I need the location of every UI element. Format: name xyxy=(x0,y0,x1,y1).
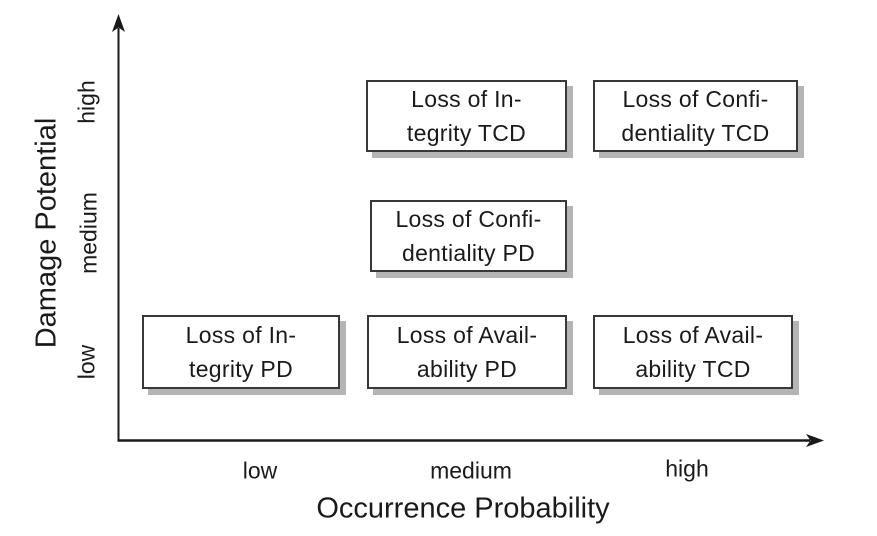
y-axis-title: Damage Potential xyxy=(30,117,63,349)
node-label-line: tegrity TCD xyxy=(406,120,527,146)
node-loss-of-availability-pd: Loss of Avail- ability PD xyxy=(367,315,567,389)
node-label-line: Loss of In- xyxy=(185,322,297,348)
x-tick-low: low xyxy=(242,457,278,484)
y-tick-high: high xyxy=(73,80,100,124)
node-loss-of-confidentiality-pd: Loss of Confi- dentiality PD xyxy=(370,200,567,272)
node-loss-of-availability-tcd: Loss of Avail- ability TCD xyxy=(593,315,793,389)
node-label-line: tegrity PD xyxy=(189,356,293,382)
node-label-line: ability PD xyxy=(416,356,518,382)
node-loss-of-integrity-pd: Loss of In- tegrity PD xyxy=(142,315,340,389)
node-loss-of-integrity-tcd: Loss of In- tegrity TCD xyxy=(366,80,567,152)
node-label-line: ability TCD xyxy=(635,356,751,382)
y-axis-arrowhead-icon xyxy=(112,14,125,32)
node-label-line: Loss of Avail- xyxy=(622,322,764,348)
node-label-line: Loss of Confi- xyxy=(395,206,542,232)
node-label-line: Loss of Avail- xyxy=(396,322,538,348)
y-tick-low: low xyxy=(73,344,100,380)
node-loss-of-confidentiality-tcd: Loss of Confi- dentiality TCD xyxy=(593,80,798,152)
x-axis-arrowhead-icon xyxy=(806,434,824,447)
node-label-line: dentiality TCD xyxy=(621,120,770,146)
node-label-line: Loss of In- xyxy=(411,86,522,112)
node-label-line: Loss of Confi- xyxy=(622,86,769,112)
x-tick-medium: medium xyxy=(430,457,512,484)
x-axis-title: Occurrence Probability xyxy=(316,492,610,525)
x-tick-high: high xyxy=(665,455,709,482)
y-tick-medium: medium xyxy=(75,192,102,274)
node-label-line: dentiality PD xyxy=(401,240,536,266)
